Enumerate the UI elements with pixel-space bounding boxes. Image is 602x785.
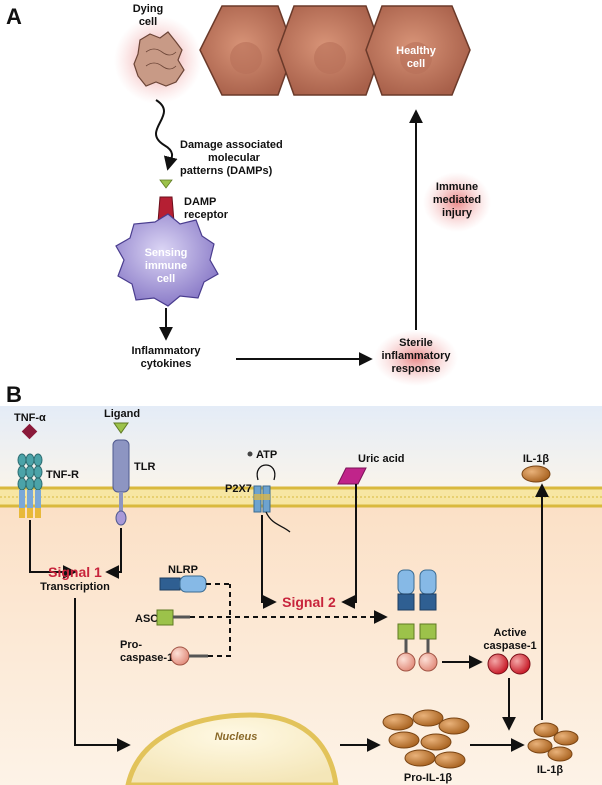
damp-receptor-label-1: DAMP <box>184 196 216 208</box>
sterile-glow <box>374 330 458 386</box>
inflammasome-complex <box>396 569 438 672</box>
signal1-label: Signal 1 <box>48 564 102 580</box>
ligand-icon <box>113 422 129 434</box>
il1b-released-icon <box>521 465 551 483</box>
dying-cell-label-1: Dying <box>133 3 164 15</box>
nucleus-label: Nucleus <box>215 731 258 743</box>
damps-label-1: Damage associated <box>180 139 283 151</box>
asc-icon <box>156 609 174 626</box>
tnf-alpha-label: TNF-α <box>14 412 46 424</box>
asc-label: ASC <box>135 613 158 625</box>
sensing-cell-label-3: cell <box>157 273 175 285</box>
nlrp-pyd <box>159 577 181 591</box>
il1b-cluster <box>527 722 579 762</box>
ligand-label: Ligand <box>104 408 140 420</box>
atp-label: ATP <box>256 449 277 461</box>
injury-label-1: Immune <box>436 181 478 193</box>
damp-release-arrow <box>155 99 178 171</box>
extracellular-space <box>0 406 602 496</box>
procaspase-label-2: caspase-1 <box>120 652 173 664</box>
il1b-label: IL-1β <box>537 764 564 776</box>
plasma-membrane <box>0 486 602 508</box>
dying-cell-label-2: cell <box>139 16 157 28</box>
injury-glow <box>423 172 491 232</box>
cytokines-label-2: cytokines <box>141 358 192 370</box>
sensing-cell-label-1: Sensing <box>145 247 188 259</box>
damp-ligand <box>159 179 173 189</box>
procaspase-icon <box>170 646 190 666</box>
tlr-label: TLR <box>134 461 155 473</box>
uric-acid-icon <box>337 467 367 485</box>
healthy-cells <box>199 5 471 96</box>
sterile-label-1: Sterile <box>399 337 433 349</box>
tlr-receptor <box>112 439 130 493</box>
pro-il1b-label: Pro-IL-1β <box>404 772 453 784</box>
nucleus <box>125 712 339 785</box>
sterile-label-3: response <box>392 363 441 375</box>
nlrp-body <box>179 575 207 593</box>
active-caspase-icon-a <box>487 653 509 675</box>
atp-icon <box>247 451 253 457</box>
injury-label-2: mediated <box>433 194 481 206</box>
damps-label-3: patterns (DAMPs) <box>180 165 273 177</box>
signal1-to-nucleus-arrow <box>74 598 131 752</box>
uric-acid-label: Uric acid <box>358 453 404 465</box>
panel-b-label: B <box>6 382 22 407</box>
p2x7-label: P2X7 <box>225 483 252 495</box>
active-caspase-icon-b <box>509 653 531 675</box>
dying-cell <box>114 16 202 104</box>
healthy-cell-label-2: cell <box>407 58 425 70</box>
p2x7-to-signal2-arrow <box>261 515 277 609</box>
injury-label-3: injury <box>442 207 473 219</box>
tnf-r-label: TNF-R <box>46 469 79 481</box>
panel-a-label: A <box>6 4 22 29</box>
il1b-released-label: IL-1β <box>523 453 550 465</box>
tnf-receptor <box>17 453 43 518</box>
damp-receptor-label-2: receptor <box>184 209 229 221</box>
sterile-label-2: inflammatory <box>381 350 451 362</box>
tnfr-to-signal1-arrow <box>29 520 77 579</box>
nlrp-label: NLRP <box>168 564 198 576</box>
tlr-to-signal1-arrow <box>105 528 122 579</box>
sensing-immune-cell <box>115 213 219 307</box>
cytokines-label-1: Inflammatory <box>131 345 201 357</box>
uric-to-signal2-arrow <box>341 484 357 609</box>
pro-il1b-cluster <box>382 709 470 769</box>
procaspase-label-1: Pro- <box>120 639 142 651</box>
active-caspase-label-2: caspase-1 <box>483 640 536 652</box>
damps-label-2: molecular <box>208 152 261 164</box>
active-caspase-label-1: Active <box>493 627 526 639</box>
healthy-cell-label-1: Healthy <box>396 45 437 57</box>
sensing-cell-label-2: immune <box>145 260 187 272</box>
signal2-label: Signal 2 <box>282 594 336 610</box>
p2x7-channel <box>253 464 291 533</box>
transcription-label: Transcription <box>40 581 110 593</box>
